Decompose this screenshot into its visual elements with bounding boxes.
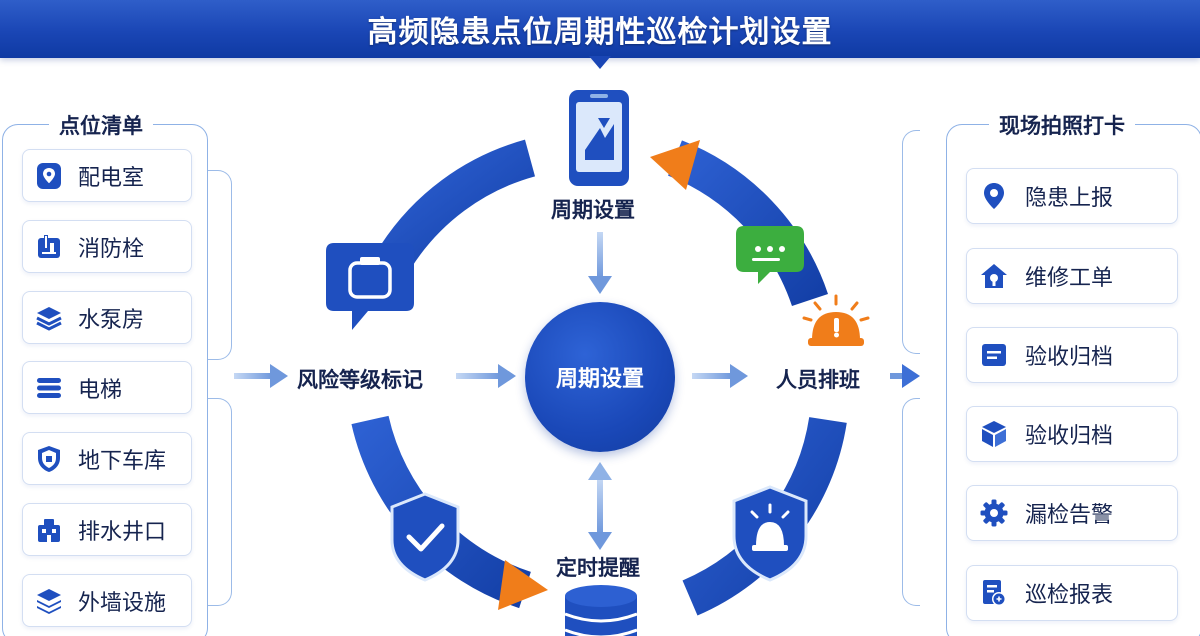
- action-item-inspection-report[interactable]: 巡检报表: [966, 565, 1178, 621]
- action-item-acceptance-1[interactable]: 验收归档: [966, 327, 1178, 383]
- point-item-label: 地下车库: [78, 448, 167, 474]
- arc-top-left: [378, 139, 536, 269]
- action-item-hazard-report[interactable]: 隐患上报: [966, 168, 1178, 224]
- location-shield-icon: [34, 161, 64, 191]
- point-item-elevator[interactable]: 电梯: [22, 361, 192, 414]
- shield-icon: [34, 444, 64, 474]
- action-item-missed-alert[interactable]: 漏检告警: [966, 485, 1178, 541]
- phone-icon: [569, 90, 629, 186]
- location-pin-icon: [979, 181, 1009, 211]
- action-item-label: 验收归档: [1025, 345, 1114, 370]
- point-list-panel: 点位清单 配电室 消防栓 水泵房 电梯 地下车库 排水井口: [2, 110, 208, 636]
- point-item-label: 电梯: [78, 377, 123, 403]
- database-icon: [564, 585, 638, 636]
- left-bracket-bottom: [208, 398, 232, 606]
- title-banner: 高频隐患点位周期性巡检计划设置: [0, 0, 1200, 58]
- risk-level-label: 风险等级标记: [297, 368, 423, 392]
- action-item-label: 维修工单: [1025, 266, 1114, 291]
- report-icon: [979, 578, 1009, 608]
- bars-icon: [34, 373, 64, 403]
- banner-notch: [589, 56, 611, 69]
- home-wrench-icon: [979, 261, 1009, 291]
- point-item-garage[interactable]: 地下车库: [22, 432, 192, 485]
- action-item-acceptance-2[interactable]: 验收归档: [966, 406, 1178, 462]
- point-item-pump-room[interactable]: 水泵房: [22, 291, 192, 344]
- photo-checkin-title: 现场拍照打卡: [989, 110, 1135, 140]
- orange-arrowhead-bottom: [498, 560, 548, 610]
- center-cycle-label: 周期设置: [555, 367, 644, 392]
- camera-bubble-icon: [326, 243, 414, 330]
- action-item-label: 验收归档: [1025, 424, 1114, 449]
- staff-schedule-label: 人员排班: [776, 368, 860, 392]
- stack-icon: [34, 586, 64, 616]
- point-item-exterior-wall[interactable]: 外墙设施: [22, 574, 192, 627]
- gear-icon: [979, 498, 1009, 528]
- layers-icon: [34, 303, 64, 333]
- point-item-hydrant[interactable]: 消防栓: [22, 220, 192, 273]
- shield-check-icon: [390, 492, 460, 582]
- top-cycle-label: 周期设置: [551, 198, 635, 222]
- action-item-label: 隐患上报: [1025, 186, 1114, 211]
- arc-top-right: [667, 140, 829, 307]
- action-item-label: 巡检报表: [1025, 583, 1114, 608]
- point-item-label: 配电室: [78, 165, 145, 191]
- connector-arrows: [234, 232, 920, 550]
- point-list-title: 点位清单: [49, 110, 153, 140]
- building-icon: [34, 515, 64, 545]
- page-title: 高频隐患点位周期性巡检计划设置: [367, 15, 833, 50]
- chat-bubble-icon: [736, 226, 804, 284]
- center-cycle-node[interactable]: 周期设置: [525, 302, 675, 452]
- left-bracket-top: [208, 170, 232, 360]
- siren-shield-icon: [732, 485, 808, 582]
- alarm-icon: [802, 294, 870, 346]
- cube-stack-icon: [979, 419, 1009, 449]
- point-item-label: 消防栓: [78, 236, 145, 262]
- point-item-label: 外墙设施: [78, 590, 167, 616]
- orange-arrowhead-top: [650, 140, 700, 190]
- point-item-power-room[interactable]: 配电室: [22, 149, 192, 202]
- point-item-label: 排水井口: [78, 519, 167, 545]
- document-icon: [979, 340, 1009, 370]
- action-item-label: 漏检告警: [1025, 503, 1114, 528]
- timed-reminder-label: 定时提醒: [556, 556, 640, 580]
- action-item-repair-order[interactable]: 维修工单: [966, 248, 1178, 304]
- hydrant-icon: [34, 232, 64, 262]
- point-item-label: 水泵房: [78, 307, 145, 333]
- point-item-drain-well[interactable]: 排水井口: [22, 503, 192, 556]
- photo-checkin-panel: 现场拍照打卡 隐患上报 维修工单 验收归档 验收归档 漏检告警 巡检报: [946, 110, 1200, 636]
